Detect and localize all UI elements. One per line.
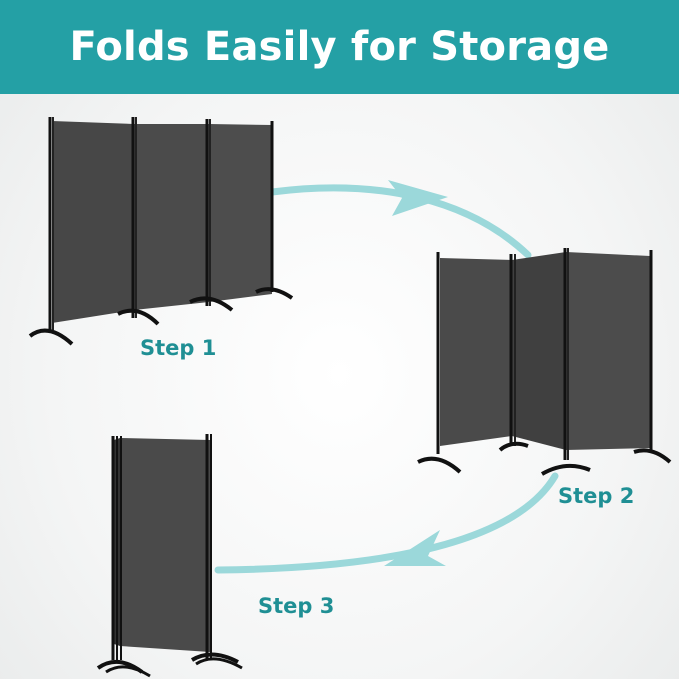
room-divider-icon: [417, 248, 672, 476]
step-3-label: Step 3: [258, 594, 335, 618]
title-banner: Folds Easily for Storage: [0, 0, 679, 94]
page-title: Folds Easily for Storage: [69, 24, 610, 70]
step-2-label: Step 2: [558, 484, 635, 508]
room-divider-icon: [28, 117, 294, 346]
curved-arrow-icon: [268, 180, 532, 259]
step-1-label: Step 1: [140, 336, 217, 360]
illustration: [28, 117, 672, 678]
curved-arrow-icon: [214, 472, 559, 574]
room-divider-icon: [96, 434, 243, 678]
